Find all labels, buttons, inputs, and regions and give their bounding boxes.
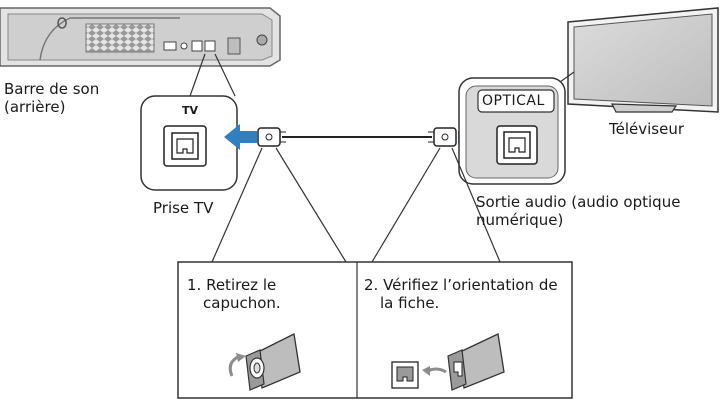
- soundbar-label: Barre de son (arrière): [4, 80, 99, 116]
- step-2-line1: 2. Vérifiez l’orientation de: [364, 276, 558, 294]
- sortie-audio-line1: Sortie audio (audio optique: [476, 193, 681, 211]
- optical-cable: [257, 127, 457, 147]
- soundbar-label-line2: (arrière): [4, 98, 66, 116]
- television-illustration: [567, 7, 719, 113]
- soundbar-label-line1: Barre de son: [4, 80, 100, 98]
- plug-orientation-illustration: [391, 333, 505, 391]
- optical-label: OPTICAL: [482, 93, 545, 109]
- remove-cap-illustration: [228, 333, 301, 391]
- optical-out-callout: [458, 77, 566, 185]
- step-1-line1: 1. Retirez le: [187, 276, 277, 294]
- steps-panel: [177, 261, 573, 399]
- zoom-lines-soundbar: [189, 53, 236, 97]
- step-1-line2: capuchon.: [203, 294, 281, 312]
- step-2-line2: la fiche.: [380, 294, 440, 312]
- tv-port-label: TV: [182, 104, 199, 117]
- arrow-to-tv-port: [224, 124, 257, 150]
- sortie-audio-label: Sortie audio (audio optique numérique): [476, 193, 680, 229]
- tv-port-callout: [140, 95, 238, 191]
- zoom-lines-steps: [211, 147, 501, 263]
- televiseur-label: Téléviseur: [609, 120, 684, 138]
- soundbar-illustration: [0, 7, 281, 67]
- sortie-audio-line2: numérique): [476, 211, 564, 229]
- zoom-lines-tv: [559, 71, 575, 83]
- step-1-text: 1. Retirez le capuchon.: [187, 276, 281, 312]
- step-2-text: 2. Vérifiez l’orientation de la fiche.: [364, 276, 558, 312]
- prise-tv-label: Prise TV: [153, 199, 214, 217]
